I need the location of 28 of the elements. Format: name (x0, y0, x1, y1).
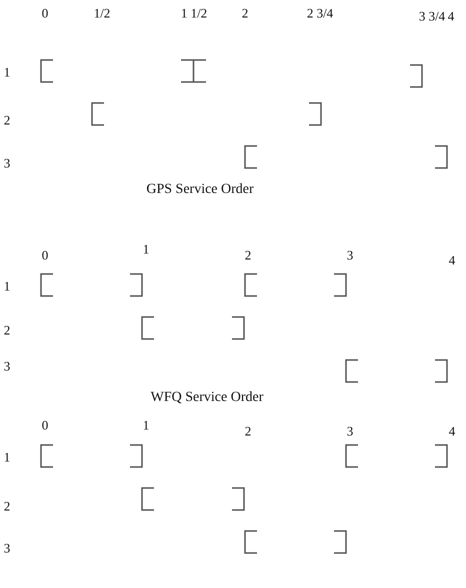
axis-label: 1 (142, 418, 150, 432)
axis-label: 2 (244, 424, 252, 438)
axis-label: 3 (346, 424, 354, 438)
axis-label: 1 (142, 242, 150, 256)
axis-label: 2 (4, 324, 10, 336)
axis-label: 1 1/2 (180, 6, 208, 20)
axis-label: 3 (346, 248, 354, 262)
axis-label: 3 (4, 542, 10, 554)
axis-label: 0 (42, 6, 48, 20)
axis-label: 1/2 (94, 6, 110, 20)
axis-label: 3 3/4 (418, 10, 446, 22)
axis-label: 2 (242, 6, 248, 20)
caption: GPS Service Order (146, 183, 254, 197)
axis-label: 4 (448, 424, 456, 438)
axis-label: 3 (4, 360, 10, 372)
axis-label: 2 (244, 248, 252, 262)
axis-label: 4 (448, 10, 454, 22)
axis-label: 1 (4, 450, 10, 464)
axis-label: 2 (4, 500, 10, 512)
axis-label: 2 (4, 114, 10, 126)
caption: WFQ Service Order (150, 391, 264, 405)
axis-label: 1 (4, 280, 10, 292)
axis-label: 0 (42, 248, 48, 262)
axis-label: 1 (4, 66, 10, 78)
axis-label: 0 (42, 418, 48, 432)
axis-label: 3 (4, 156, 10, 170)
axis-label: 2 3/4 (306, 6, 334, 20)
axis-label: 4 (448, 254, 456, 266)
